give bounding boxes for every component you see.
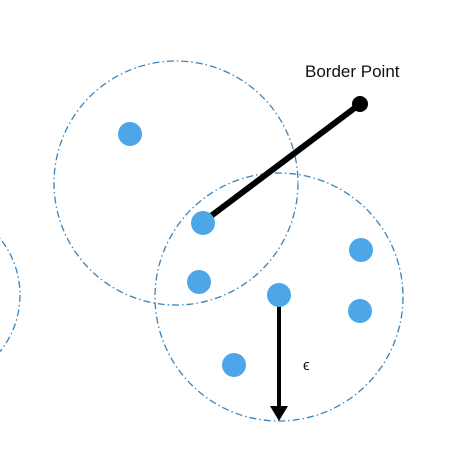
epsilon-label: ϵ [303,357,310,374]
data-point [187,270,211,294]
epsilon-arrow-head [270,406,288,421]
data-point [348,299,372,323]
data-point [191,211,215,235]
border-point-marker [352,96,368,112]
neighborhood-circle-upper [53,60,299,306]
border-point-label: Border Point [305,62,400,81]
border-connection-line [200,101,363,225]
data-point [118,122,142,146]
data-point [267,283,291,307]
data-point [349,238,373,262]
neighborhood-circle-left-partial [0,237,21,353]
data-point [222,353,246,377]
